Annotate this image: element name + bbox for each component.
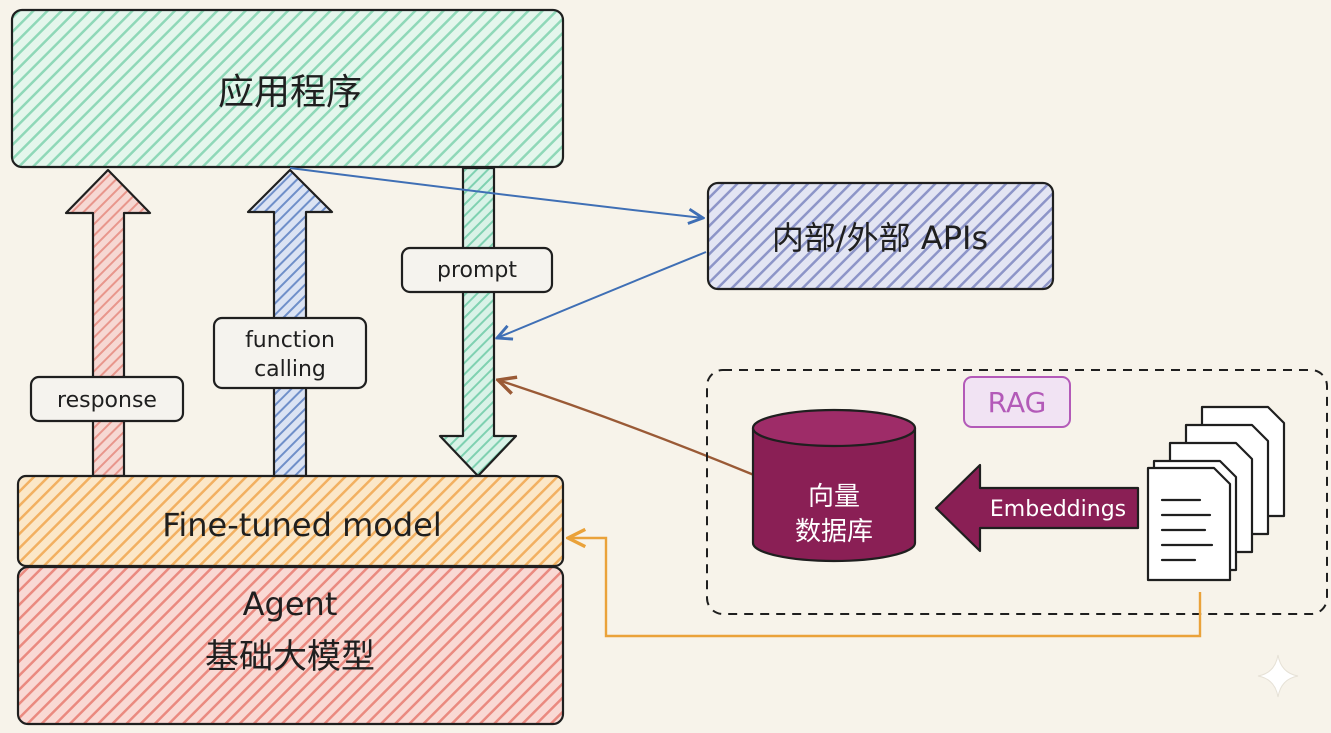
apis-box-label: 内部/外部 APIs: [772, 219, 988, 257]
vector-database: 向量 数据库: [751, 408, 917, 563]
agent-box-label-line1: Agent: [243, 585, 338, 623]
finetuned-box-label: Fine-tuned model: [162, 506, 441, 544]
apis-to-prompt-line: [497, 251, 707, 338]
svg-text:response: response: [57, 388, 157, 413]
function-calling-label: function calling: [212, 316, 368, 390]
svg-text:prompt: prompt: [437, 258, 517, 283]
rag-region: [706, 369, 1328, 615]
embeddings-label: Embeddings: [990, 497, 1126, 522]
agent-box-label-line2: 基础大模型: [205, 637, 375, 677]
svg-text:RAG: RAG: [988, 386, 1047, 419]
database-label-line2: 数据库: [795, 517, 873, 547]
documents-to-finetuned-line: [568, 538, 1202, 638]
svg-text:calling: calling: [254, 357, 326, 382]
rag-tag: RAG: [963, 376, 1071, 428]
embeddings-arrow: Embeddings: [934, 463, 1140, 553]
document-stack-icon: [1146, 405, 1286, 582]
app-to-apis-line: [289, 167, 703, 218]
response-arrow: [64, 168, 152, 478]
agent-box: Agent 基础大模型: [16, 565, 565, 726]
apis-box: 内部/外部 APIs: [706, 181, 1055, 291]
app-box-label: 应用程序: [218, 72, 362, 113]
database-to-prompt-line: [498, 380, 755, 477]
prompt-arrow: [438, 166, 518, 478]
response-label: response: [29, 375, 185, 423]
app-box: 应用程序: [10, 8, 565, 169]
sparkle-icon: [1257, 654, 1299, 698]
svg-text:function: function: [245, 328, 335, 353]
prompt-label: prompt: [400, 246, 554, 294]
database-label-line1: 向量: [808, 482, 860, 512]
finetuned-box: Fine-tuned model: [16, 474, 565, 568]
